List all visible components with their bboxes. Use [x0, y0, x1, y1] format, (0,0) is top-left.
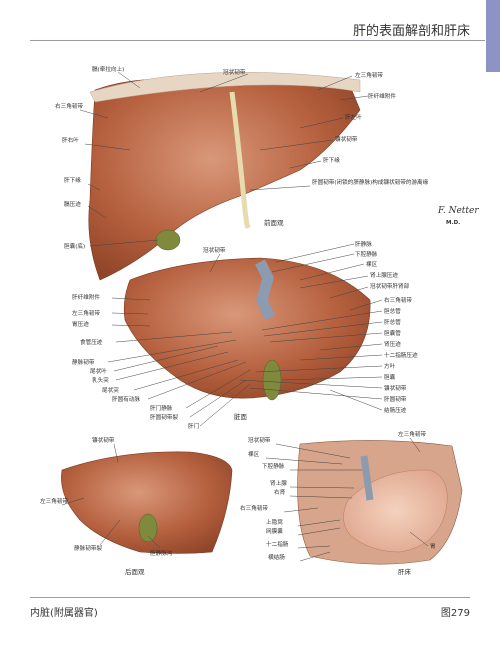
label-visc-9: 胆总管 [384, 307, 401, 315]
label-ant-10: 肝圆韧带(闭锁的脐静脉)构成镰状韧带的游离缘 [312, 178, 429, 186]
diaphragm-shape [89, 72, 361, 103]
chapter-tab [486, 0, 500, 72]
label-visc-17: 十二指肠压迹 [384, 351, 418, 359]
bed-ivc-shape [360, 455, 374, 501]
label-bed-3: 下腔静脉 [262, 462, 285, 470]
label-post-3: 胆静脉沟 [150, 549, 173, 557]
label-visc-4: 肾上腺压迹 [370, 271, 398, 279]
label-bed-10: 横结肠 [268, 553, 285, 561]
label-visc-24: 肝门静脉 [150, 404, 173, 412]
artist-badge: M.D. [446, 220, 461, 226]
label-post-1: 左三角韧带 [40, 497, 68, 505]
label-visc-23: 镰状韧带 [384, 384, 407, 392]
label-ant-4: 右三角韧带 [55, 102, 83, 110]
label-visc-18: 乳头突 [92, 376, 109, 384]
label-bed-11: 胃 [430, 543, 436, 550]
posterior-view [61, 451, 233, 554]
caption-posterior: 后面观 [125, 568, 145, 576]
label-visc-15: 肾压迹 [384, 340, 401, 348]
label-visc-22: 肝圆有动脉 [112, 395, 140, 403]
label-visc-5: 冠状韧带肝肾部 [370, 282, 410, 290]
caption-bed: 肝床 [398, 568, 411, 576]
label-visc-10: 胃压迹 [72, 320, 89, 328]
label-ant-9: 肝下缘 [64, 176, 81, 184]
figure-number: 图279 [440, 608, 470, 619]
label-bed-1: 左三角韧带 [398, 430, 426, 438]
label-visc-28: 肝门 [188, 422, 200, 430]
label-visc-13: 胆囊管 [384, 329, 401, 337]
label-ant-12: 胆囊(底) [64, 242, 85, 250]
section-name: 内脏(附属器官) [30, 608, 98, 619]
label-visc-19: 方叶 [384, 362, 396, 370]
posterior-gallbladder-shape [138, 513, 158, 543]
liver-bed-view [297, 440, 463, 565]
label-visc-16: 尾状叶 [90, 367, 107, 375]
label-post-0: 镰状韧带 [92, 436, 115, 444]
label-visc-14: 静脉韧带 [72, 358, 95, 366]
label-visc-8: 左三角韧带 [72, 309, 100, 317]
footer-divider [30, 597, 470, 598]
anterior-view [88, 72, 361, 281]
label-ant-3: 肝纤维附件 [368, 92, 396, 100]
label-bed-9: 十二指肠 [266, 540, 289, 548]
label-visc-7: 右三角韧带 [384, 296, 412, 304]
label-post-2: 静脉韧带裂 [74, 544, 102, 552]
header-divider [30, 40, 485, 41]
caption-anterior: 前面观 [264, 219, 284, 227]
label-bed-4: 肾上腺 [270, 479, 287, 487]
label-visc-6: 肝纤维附件 [72, 293, 100, 301]
label-ant-11: 膈压迹 [64, 200, 81, 208]
label-bed-6: 右三角韧带 [240, 504, 268, 512]
page-title: 肝的表面解剖和肝床 [352, 24, 470, 39]
label-visc-2: 下腔静脉 [355, 250, 378, 258]
artist-signature: F. Netter [438, 206, 479, 216]
label-visc-26: 肝圆韧带裂 [150, 413, 178, 421]
label-ant-2: 左三角韧带 [355, 71, 383, 79]
label-visc-12: 食管压迹 [80, 338, 103, 346]
label-ant-6: 肝右叶 [62, 136, 79, 144]
label-bed-7: 上隐窝 [266, 518, 283, 526]
label-bed-8: 网膜囊 [266, 527, 283, 535]
label-visc-25: 肝圆韧带 [384, 395, 407, 403]
falciform-ligament-shape [229, 91, 251, 229]
label-bed-0: 冠状韧带 [248, 436, 271, 444]
ivc-shape [255, 259, 276, 321]
label-visc-1: 肝静脉 [355, 240, 372, 248]
label-ant-8: 肝下缘 [323, 156, 340, 164]
label-bed-2: 裸区 [248, 450, 260, 458]
label-visc-20: 尾状突 [102, 386, 119, 394]
label-ant-1: 冠状韧带 [223, 68, 246, 76]
label-ant-0: 膈(牵拉向上) [92, 65, 124, 73]
label-visc-3: 裸区 [366, 260, 378, 268]
caption-visceral: 脏面 [234, 413, 247, 421]
label-ant-7: 镰状韧带 [335, 135, 358, 143]
label-visc-21: 胆囊 [384, 373, 396, 381]
posterior-liver-shape [61, 451, 233, 554]
gallbladder-shape [262, 359, 282, 401]
label-ant-5: 肝左叶 [345, 113, 362, 121]
label-visc-27: 结肠压迹 [384, 406, 407, 414]
label-visc-0: 冠状韧带 [203, 246, 226, 254]
visceral-liver-shape [123, 257, 371, 399]
label-visc-11: 肝总管 [384, 318, 401, 326]
gallbladder-fundus-shape [155, 229, 181, 251]
label-bed-5: 右肾 [274, 488, 286, 496]
